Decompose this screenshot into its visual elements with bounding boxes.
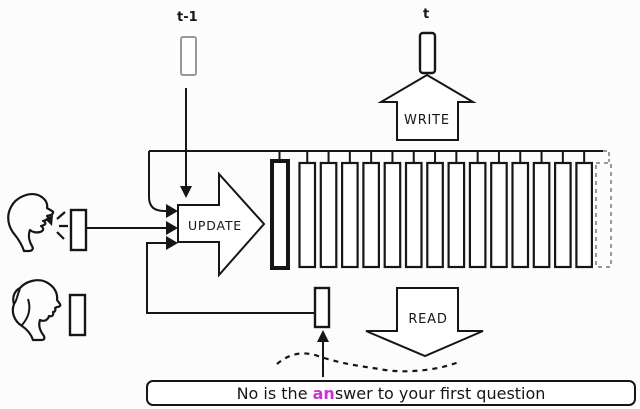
memory-slot-dashed xyxy=(596,163,611,267)
attention-wave xyxy=(277,353,459,371)
rail-dashed-end xyxy=(603,151,609,162)
memory-slot xyxy=(555,163,571,267)
listener-embedding-vector xyxy=(70,295,85,335)
prev-memory-vector xyxy=(181,37,196,75)
memory-slot xyxy=(300,163,316,267)
speaking-person-icon xyxy=(8,194,68,251)
down-arrowhead-icon xyxy=(180,186,192,198)
memory-slot xyxy=(321,163,337,267)
memory-slot xyxy=(385,163,401,267)
read-label: READ xyxy=(393,312,463,327)
write-arrow-icon xyxy=(381,75,473,140)
memory-slot xyxy=(470,163,486,267)
memory-slot xyxy=(513,163,529,267)
curr-timestep-label: t xyxy=(423,8,429,21)
read-output-vector xyxy=(315,288,329,327)
memory-slot xyxy=(427,163,443,267)
memory-loop-wire xyxy=(149,151,168,211)
update-label: UPDATE xyxy=(180,218,250,233)
memory-slot xyxy=(363,163,379,267)
answer-sentence-box: No is the answer to your first question xyxy=(146,380,636,406)
speech-lines-icon xyxy=(57,212,68,239)
curr-memory-vector xyxy=(420,33,435,73)
memory-slot xyxy=(342,163,358,267)
speaker-embedding-vector xyxy=(71,210,86,250)
loop-arrowhead-icon xyxy=(166,204,178,218)
memory-slot-bold xyxy=(272,161,288,268)
memory-slot xyxy=(491,163,507,267)
memory-slot xyxy=(576,163,592,267)
memory-slot xyxy=(449,163,465,267)
up-arrowhead-icon xyxy=(317,330,329,342)
sentence-suffix: swer to your first question xyxy=(335,384,546,403)
person-profile-icon xyxy=(13,280,60,340)
prev-timestep-label: t-1 xyxy=(177,11,198,24)
sentence-highlight: an xyxy=(313,384,335,403)
memory-slot xyxy=(406,163,422,267)
memory-slot xyxy=(534,163,550,267)
read-loop-arrowhead-icon xyxy=(166,236,178,250)
memory-slot-bank xyxy=(272,151,611,268)
input-arrowhead-icon xyxy=(166,221,178,235)
write-label: WRITE xyxy=(392,113,462,128)
sentence-prefix: No is the xyxy=(237,384,313,403)
